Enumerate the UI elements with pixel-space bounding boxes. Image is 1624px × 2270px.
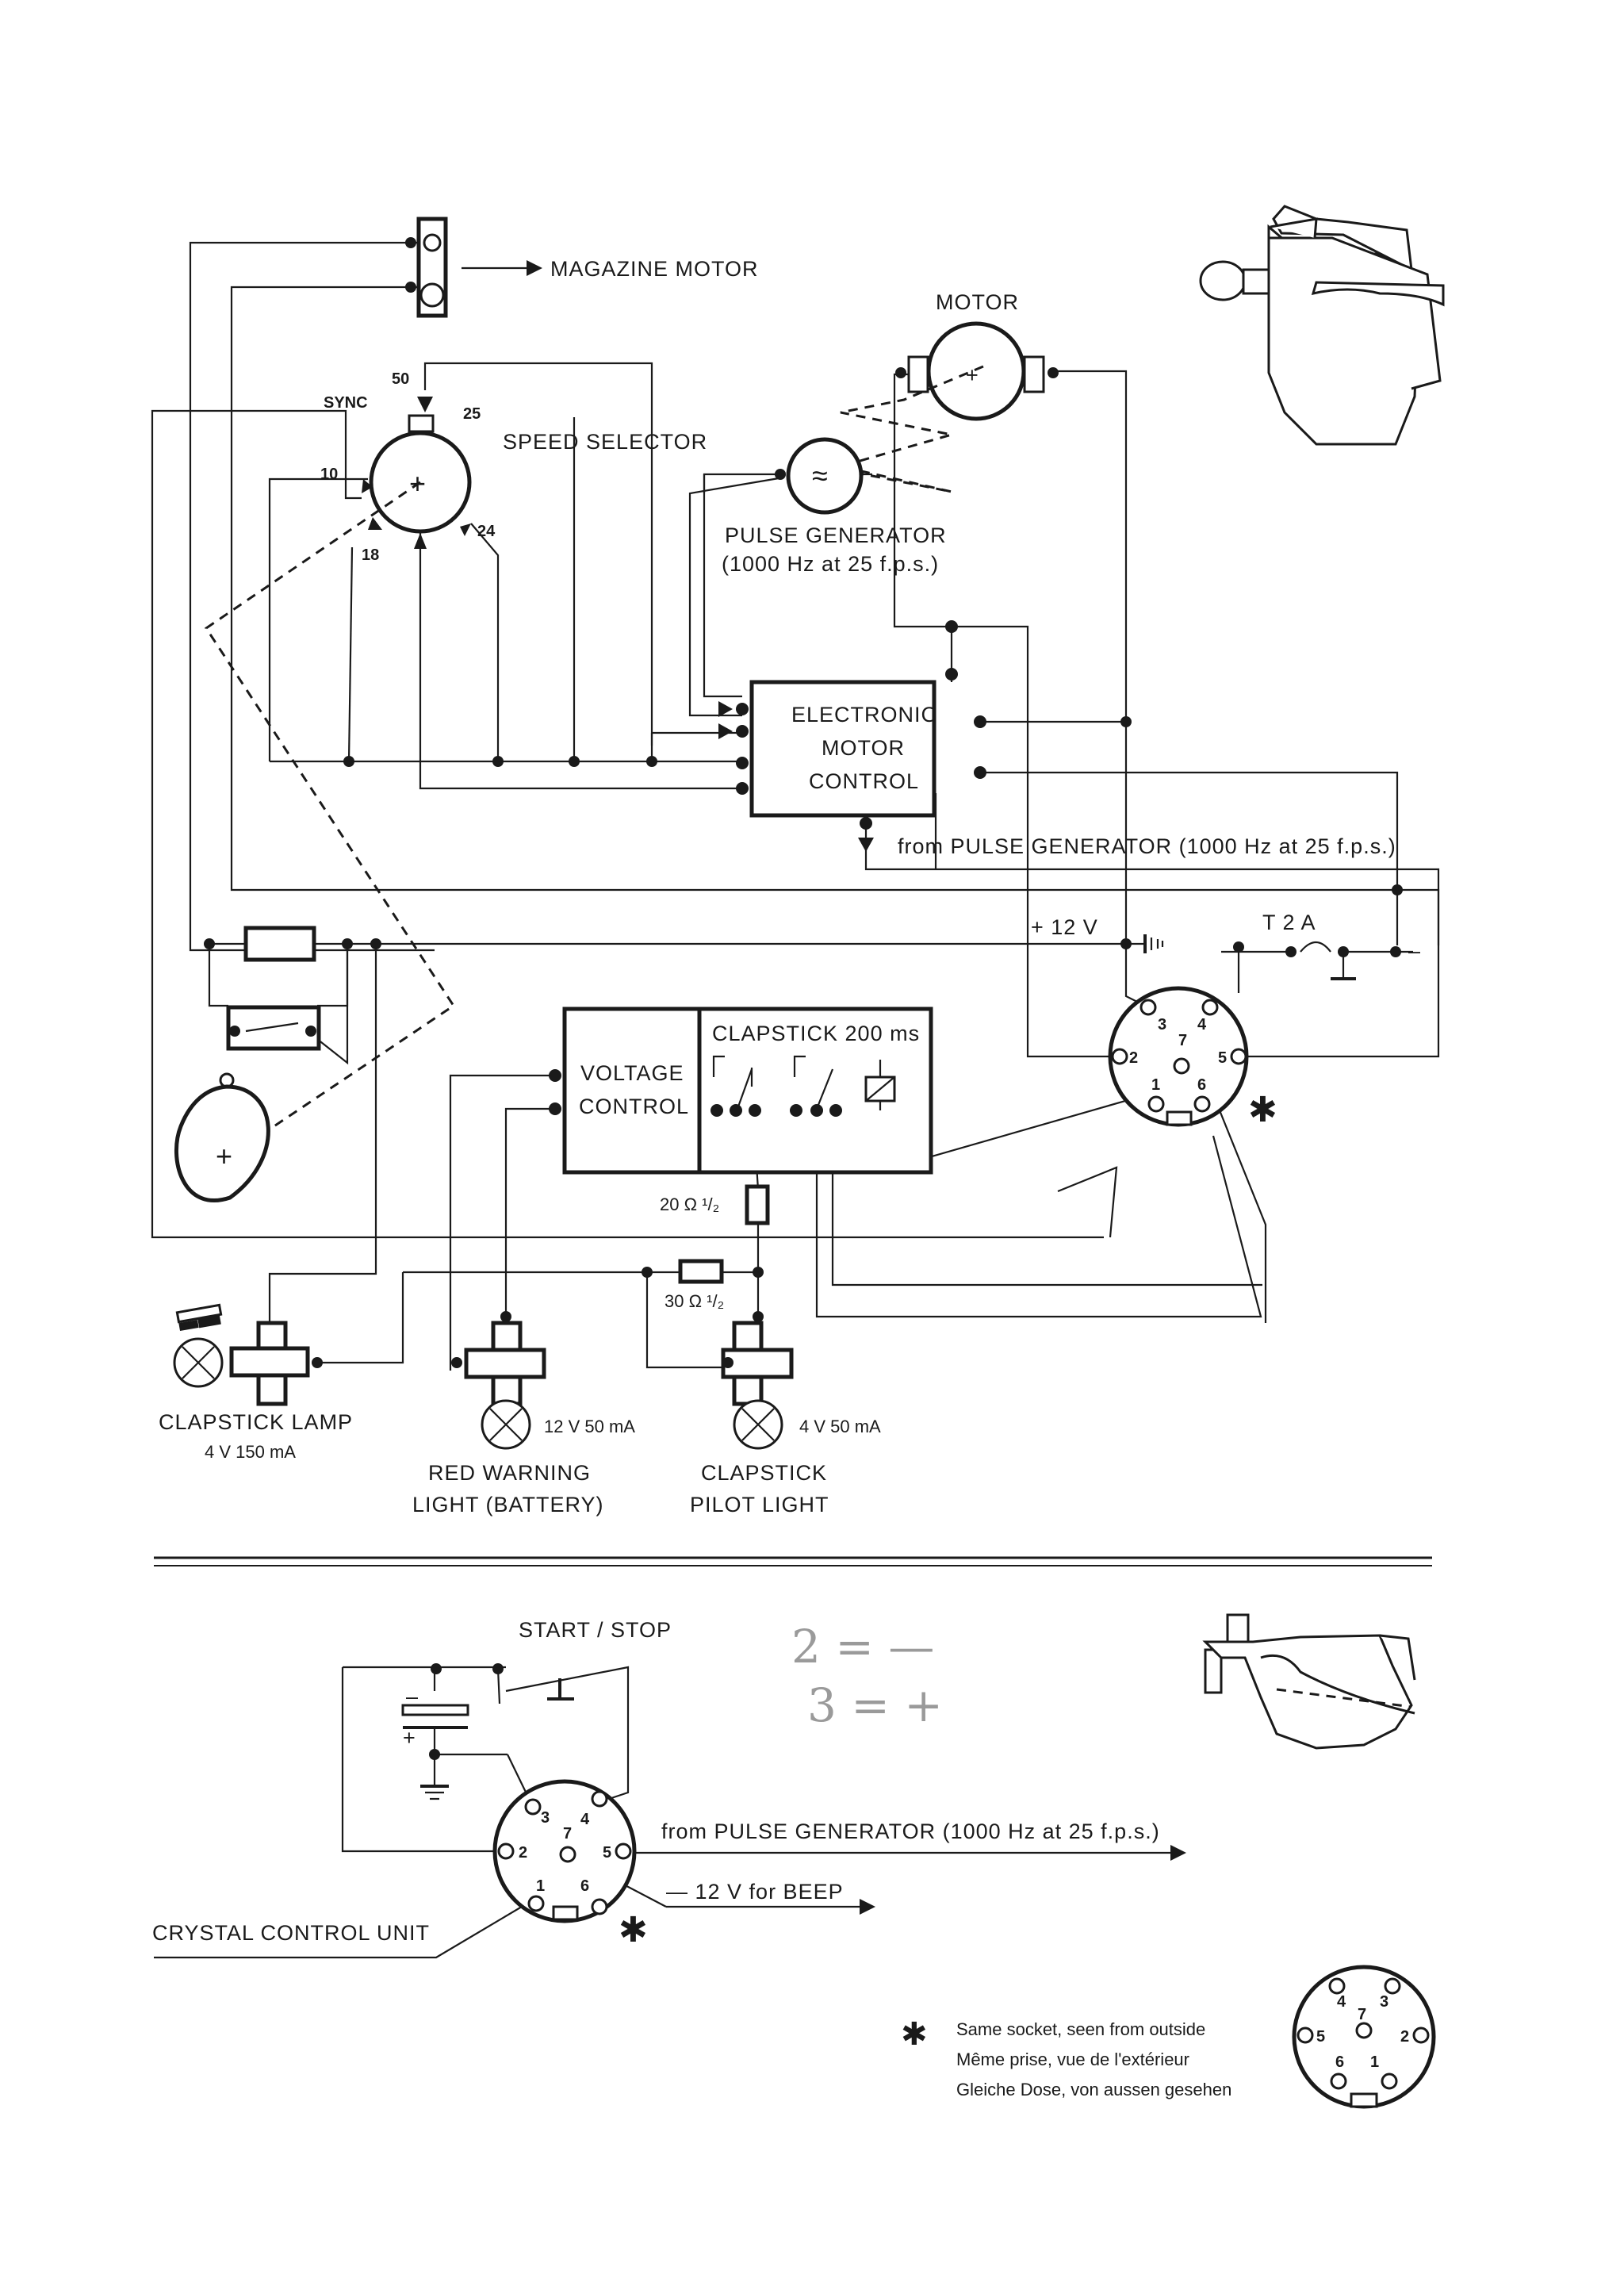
- outside-pin-2: 2: [1400, 2028, 1409, 2046]
- emc-line3: CONTROL: [809, 769, 919, 793]
- motor-plus: +: [966, 363, 979, 387]
- socket-bottom-pin-5: 5: [603, 1844, 611, 1862]
- cam-plus: +: [216, 1140, 232, 1172]
- battery-minus: –: [406, 1685, 419, 1708]
- speed-10: 10: [320, 466, 338, 483]
- beep-label: — 12 V for BEEP: [666, 1880, 844, 1904]
- socket-bottom-asterisk: ✱: [619, 1911, 648, 1950]
- handwritten-line1: 2 = —: [791, 1620, 934, 1674]
- outside-pin-6: 6: [1335, 2053, 1344, 2071]
- pulse-generator-spec: (1000 Hz at 25 f.p.s.): [722, 552, 939, 576]
- outside-pin-4: 4: [1337, 1993, 1346, 2011]
- clapstick-lamp-label: CLAPSTICK LAMP: [159, 1410, 353, 1434]
- crystal-control-unit-label: CRYSTAL CONTROL UNIT: [152, 1921, 430, 1945]
- clapstick-lamp-spec: 4 V 150 mA: [205, 1442, 296, 1462]
- crystal-control-wiring: START / STOP – + from PULSE GENERATOR (1…: [152, 1618, 1186, 1959]
- red-warning-line1: RED WARNING: [428, 1461, 591, 1485]
- pilot-light-line2: PILOT LIGHT: [690, 1493, 829, 1517]
- from-pulse-generator-label: from PULSE GENERATOR (1000 Hz at 25 f.p.…: [898, 834, 1396, 858]
- socket-bottom-pin-1: 1: [536, 1877, 545, 1895]
- resistor-30-label: 30 Ω ¹/₂: [665, 1291, 724, 1311]
- socket-top-pin-4: 4: [1197, 1016, 1207, 1033]
- socket-top-pin-7: 7: [1178, 1032, 1187, 1049]
- socket-top-pin-3: 3: [1158, 1016, 1166, 1033]
- speed-50: 50: [392, 370, 409, 388]
- motor: MOTOR +: [840, 290, 1059, 493]
- outside-pin-3: 3: [1380, 1993, 1388, 2011]
- handwritten-note: 2 = — 3 = +: [791, 1620, 943, 1732]
- voltage-clapstick-module: VOLTAGE CONTROL CLAPSTICK 200 ms: [549, 1007, 933, 1175]
- camera-sketch-top: [1199, 205, 1445, 446]
- camera-sketch-bottom: [1202, 1613, 1416, 1750]
- note-en: Same socket, seen from outside: [956, 2019, 1205, 2039]
- battery-plus: +: [403, 1726, 416, 1750]
- power-supply-line: + 12 V T 2 A –: [204, 911, 1421, 980]
- note-de: Gleiche Dose, von aussen gesehen: [956, 2080, 1231, 2099]
- section-separator: [154, 1556, 1432, 1566]
- clapstick-200ms-label: CLAPSTICK 200 ms: [712, 1022, 920, 1045]
- start-stop-label: START / STOP: [519, 1618, 672, 1642]
- socket-top-pin-1: 1: [1151, 1076, 1160, 1094]
- legend-asterisk: ✱: [901, 2017, 928, 2052]
- emc-line1: ELECTRONIC: [791, 703, 937, 727]
- clapstick-pilot-light: 4 V 50 mA CLAPSTICK PILOT LIGHT: [690, 1321, 881, 1517]
- fuse-label: T 2 A: [1262, 911, 1316, 934]
- socket-bottom-pin-3: 3: [541, 1809, 550, 1827]
- socket-bottom-pin-4: 4: [580, 1811, 590, 1828]
- red-warning-spec: 12 V 50 mA: [544, 1417, 635, 1436]
- pulse-generator: ≈ PULSE GENERATOR (1000 Hz at 25 f.p.s.): [722, 437, 947, 576]
- socket-top-pin-5: 5: [1218, 1049, 1227, 1067]
- socket-top-asterisk: ✱: [1248, 1091, 1277, 1129]
- speed-25: 25: [463, 405, 481, 423]
- socket-outside-view: 4 3 5 2 7 6 1: [1292, 1965, 1436, 2109]
- minus-terminal: –: [1408, 939, 1421, 963]
- socket-bottom-pin-2: 2: [519, 1844, 527, 1862]
- from-pulse-generator-2-label: from PULSE GENERATOR (1000 Hz at 25 f.p.…: [661, 1819, 1160, 1843]
- outside-pin-5: 5: [1316, 2028, 1325, 2046]
- speed-24: 24: [477, 523, 496, 540]
- wiring-top: [151, 241, 1440, 1371]
- socket-bottom: 3 4 2 5 7 1 6 ✱: [492, 1779, 648, 1950]
- magazine-motor-connector: MAGAZINE MOTOR: [405, 217, 759, 318]
- socket-bottom-pin-6: 6: [580, 1877, 589, 1895]
- plus-12v-label: + 12 V: [1031, 915, 1098, 939]
- resistors: 20 Ω ¹/₂ 30 Ω ¹/₂: [642, 1184, 770, 1322]
- red-warning-line2: LIGHT (BATTERY): [412, 1493, 604, 1517]
- pilot-light-spec: 4 V 50 mA: [799, 1417, 881, 1436]
- handwritten-line2: 3 = +: [807, 1678, 943, 1732]
- outside-pin-7: 7: [1358, 2006, 1366, 2023]
- clapstick-lamp: CLAPSTICK LAMP 4 V 150 mA: [159, 1303, 353, 1462]
- voltage-control-line1: VOLTAGE: [580, 1061, 684, 1085]
- sync-label: SYNC: [324, 394, 368, 412]
- socket-top: 3 4 2 5 7 1 6 ✱: [1108, 986, 1277, 1129]
- resistor-20-label: 20 Ω ¹/₂: [660, 1194, 719, 1214]
- pulse-generator-label: PULSE GENERATOR: [725, 523, 947, 547]
- pilot-light-line1: CLAPSTICK: [701, 1461, 827, 1485]
- voltage-control-line2: CONTROL: [579, 1095, 689, 1118]
- speed-selector-label: SPEED SELECTOR: [503, 430, 707, 454]
- speed-selector: + 50 25 10 18 24 SYNC SPEED SELECTOR: [204, 370, 707, 1160]
- socket-bottom-pin-7: 7: [563, 1825, 572, 1842]
- magazine-motor-label: MAGAZINE MOTOR: [550, 257, 759, 281]
- outside-pin-1: 1: [1370, 2053, 1379, 2071]
- clapstick-cam-switch: +: [174, 1005, 321, 1202]
- motor-label: MOTOR: [936, 290, 1019, 314]
- speed-18: 18: [362, 546, 379, 564]
- legend-note: ✱ Same socket, seen from outside Même pr…: [901, 2017, 1231, 2099]
- emc-line2: MOTOR: [822, 736, 905, 760]
- electronic-motor-control: ELECTRONIC MOTOR CONTROL from PULSE GENE…: [343, 620, 1403, 895]
- socket-top-pin-6: 6: [1197, 1076, 1206, 1094]
- red-warning-light: 12 V 50 mA RED WARNING LIGHT (BATTERY): [412, 1311, 635, 1517]
- note-fr: Même prise, vue de l'extérieur: [956, 2050, 1189, 2069]
- pulse-generator-symbol: ≈: [812, 459, 828, 492]
- socket-top-pin-2: 2: [1129, 1049, 1138, 1067]
